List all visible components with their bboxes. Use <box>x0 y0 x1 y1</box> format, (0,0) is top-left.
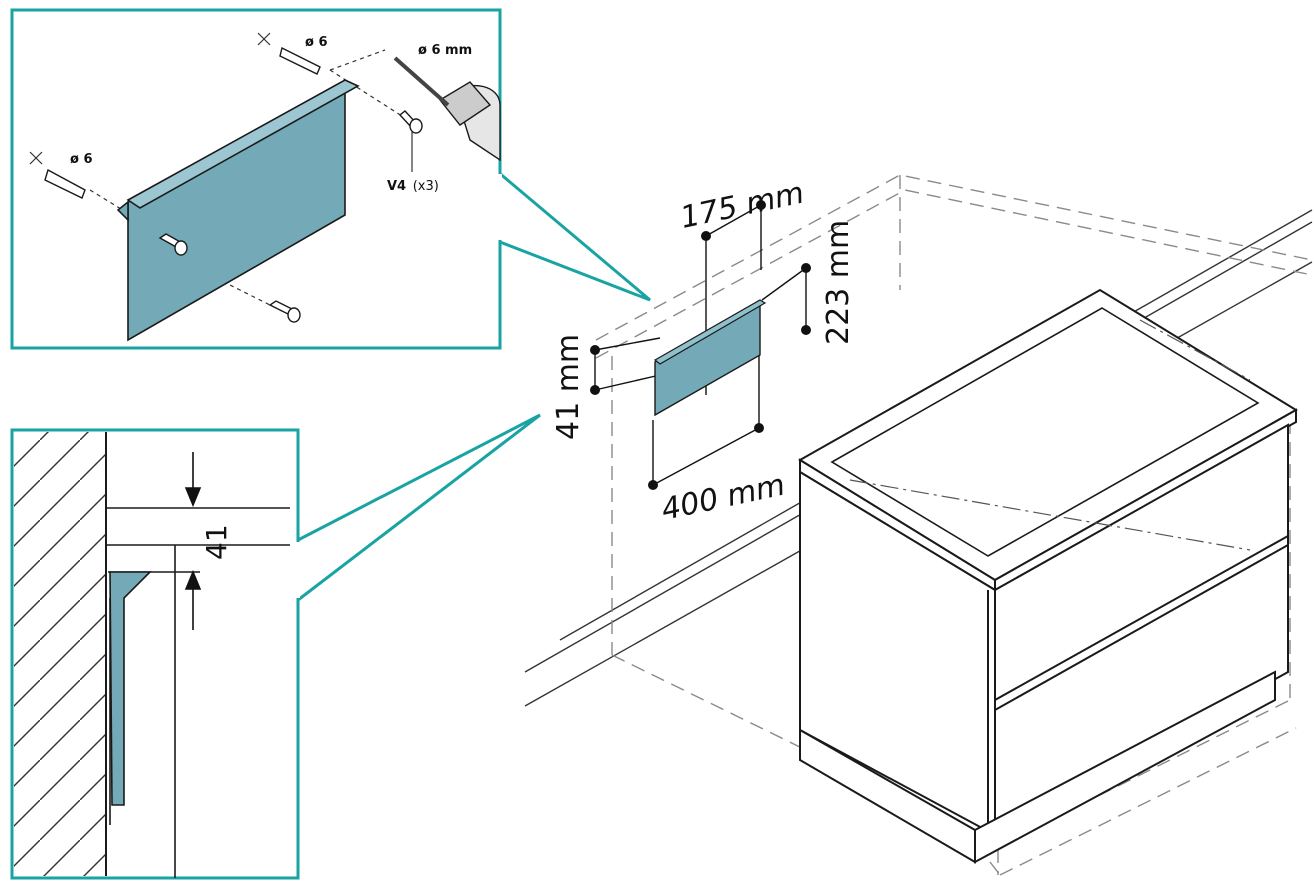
dowel-top-label: ø 6 <box>305 35 328 50</box>
dimension-dots <box>590 200 811 490</box>
centerlines <box>849 319 1251 551</box>
drill-icon <box>393 56 501 162</box>
crosshair-icon <box>29 32 271 165</box>
dim-width-top: 175 mm <box>677 176 807 236</box>
top-inset: ø 6 ø 6 ø 6 mm V4 (x3) <box>10 8 651 350</box>
dim-depth: 41 mm <box>551 334 586 440</box>
screw-code: V4 (x3) <box>387 178 439 194</box>
drill-guides <box>89 49 406 316</box>
gap-label: 41 <box>200 524 233 560</box>
wall-bracket-small <box>653 299 767 417</box>
screw-count-label: (x3) <box>413 179 439 194</box>
dim-height: 223 mm <box>821 220 856 345</box>
drill-label: ø 6 mm <box>418 43 472 58</box>
wall-bracket-large <box>116 79 360 342</box>
dim-width-bottom: 400 mm <box>658 468 788 528</box>
dimension-lines <box>594 204 807 486</box>
gap-dimension <box>184 452 202 630</box>
bracket-profile <box>109 571 152 806</box>
dowel-left-label: ø 6 <box>70 152 93 167</box>
wall-hatch <box>14 432 107 876</box>
screw-code-label: V4 <box>387 179 406 194</box>
main-view: 175 mm 223 mm 41 mm 400 mm <box>524 174 1313 876</box>
side-inset: 41 <box>10 413 541 880</box>
dowel-icon <box>44 46 321 199</box>
screw-icon <box>158 110 423 323</box>
cabinet <box>798 288 1298 864</box>
hood-section <box>105 507 290 878</box>
